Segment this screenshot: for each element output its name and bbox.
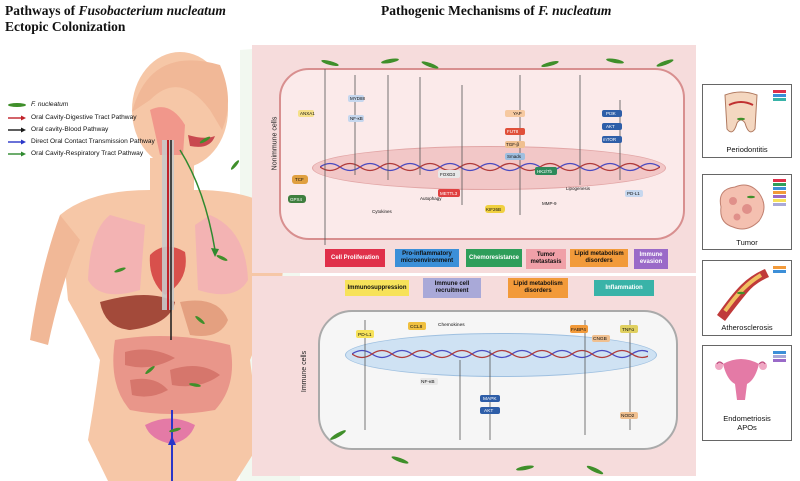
svg-text:FOXD3: FOXD3 [440,172,456,177]
svg-text:MYD88: MYD88 [350,96,366,101]
atherosclerosis-swatches [773,266,786,274]
tumor-swatches [773,179,786,207]
uterus-icon [715,359,767,400]
svg-text:Autophagy: Autophagy [420,196,442,201]
disease-box-tumor: Tumor [702,174,792,250]
outcome-chemoresistance: Chemoresistance [466,249,522,267]
legend-item-bacterium: F. nucleatum [7,101,68,108]
svg-text:NOD2: NOD2 [621,413,635,419]
disease-label-endometriosis: Endometriosis APOs [723,414,771,432]
disease-box-atherosclerosis: Atherosclerosis [702,260,792,336]
immune-signalling-glyphs: PD-L1 CCL8 Chemokines MAPK AKT FABP4 CNG… [330,320,638,475]
svg-text:AKT: AKT [606,124,615,129]
bacterium-icon [8,102,26,107]
svg-text:GPX4: GPX4 [290,197,303,202]
svg-text:CCL8: CCL8 [410,324,423,330]
svg-text:Smads: Smads [507,154,522,159]
svg-text:HK2/7b: HK2/7b [537,169,553,174]
outcome-immune-evasion: Immune evasion [634,249,668,269]
immune-dna [352,349,648,359]
nonimmune-signalling-glyphs: ANXA1 MYD88 NF-κB YAP FUT8 TGF-β Smads P… [288,58,674,245]
outcome-tumor-metastasis: Tumor metastasis [526,249,566,269]
svg-text:TGF-β: TGF-β [506,142,519,147]
disease-label-atherosclerosis: Atherosclerosis [721,323,773,332]
nonimmune-dna [320,162,660,172]
svg-text:AKT: AKT [484,408,493,414]
red-arrow-icon [8,115,26,120]
black-arrow-icon [8,127,26,132]
svg-text:FABP4: FABP4 [571,327,586,333]
green-arrow-icon [8,151,26,156]
svg-text:Chemokines: Chemokines [438,322,465,328]
legend-item-direct: Direct Oral Contact Transmission Pathway [7,138,155,145]
outcome-immune-lipid: Lipid metabolism disorders [508,278,568,298]
outcome-lipid-metabolism: Lipid metabolism disorders [570,249,628,267]
svg-text:PI3K: PI3K [606,111,616,116]
svg-text:MAPK: MAPK [483,396,497,402]
svg-text:CNGB: CNGB [593,336,607,342]
left-title: Pathways of Fusobacterium nucleatum Ecto… [5,3,226,34]
outcome-immunosuppression: Immunosuppression [345,280,409,296]
disease-box-endometriosis: Endometriosis APOs [702,345,792,441]
svg-text:TNFα: TNFα [622,327,634,333]
svg-text:FUT8: FUT8 [507,129,519,134]
disease-label-periodontitis: Periodontitis [726,145,768,154]
svg-text:YAP: YAP [513,111,522,116]
outcome-pro-inflammatory: Pro-inflammatory microenvironment [395,249,459,267]
tumor-icon [719,184,765,230]
svg-text:NF-κB: NF-κB [421,379,435,385]
outcome-cell-proliferation: Cell Proliferation [325,249,385,267]
svg-text:Lipogenesis: Lipogenesis [566,186,591,191]
disease-box-periodontitis: Periodontitis [702,84,792,158]
svg-text:ANXA1: ANXA1 [300,111,315,116]
svg-text:KIF26B: KIF26B [486,207,501,212]
endometriosis-swatches [773,351,786,363]
svg-text:PD-L1: PD-L1 [627,191,640,196]
legend-item-digestive: Oral Cavity-Digestive Tract Pathway [7,114,137,121]
svg-text:PD-L1: PD-L1 [358,332,372,338]
immune-cell [318,310,678,450]
outcome-immune-recruitment: Immune cell recruitment [423,278,481,298]
immune-cells-label: Immune cells [301,350,309,393]
svg-text:mTOR: mTOR [603,137,617,142]
legend-item-blood: Oral cavity-Blood Pathway [7,126,108,133]
outcome-inflammation: Inflammation [594,280,654,296]
svg-text:TCF: TCF [295,177,304,182]
artery-icon [717,269,769,321]
nonimmune-cells-label: Nonimmune cells [271,116,279,171]
svg-text:MMP-9: MMP-9 [542,201,557,206]
periodontitis-swatches [773,90,786,102]
tooth-icon [724,91,758,133]
disease-label-tumor: Tumor [736,238,758,247]
legend-item-respiratory: Oral Cavity-Respiratory Tract Pathway [7,150,143,157]
svg-text:METTL3: METTL3 [440,191,458,196]
nonimmune-nucleus [312,146,666,190]
svg-text:NF-κB: NF-κB [350,116,363,121]
blue-arrow-icon [8,139,26,144]
right-title: Pathogenic Mechanisms of F. nucleatum [381,3,612,18]
svg-text:Cytokines: Cytokines [372,209,393,214]
